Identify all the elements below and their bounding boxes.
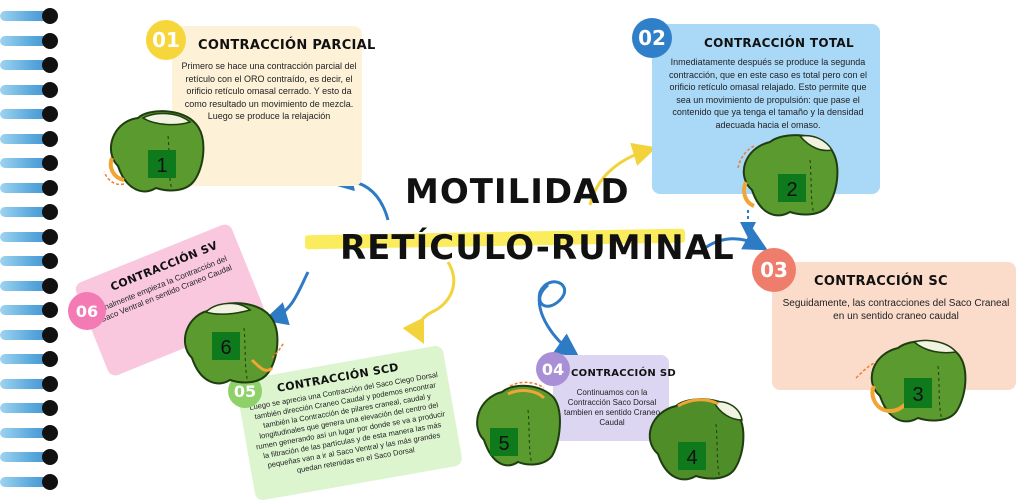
card-2-text: Inmediatamente después se produce la seg… [668,57,868,130]
spiral-ring [0,158,52,168]
spiral-hole [42,155,58,171]
stomach-figure-1: 1 [98,106,208,196]
spiral-ring [0,133,52,144]
spiral-ring [0,256,52,266]
spiral-ring [0,35,52,46]
step-badge-01: 01 [146,20,186,60]
title-line-1: MOTILIDAD [405,172,630,212]
spiral-hole [42,375,58,392]
spiral-hole [42,400,58,416]
card-contraccion-sd [553,355,669,441]
figure-2-label: 2 [786,179,797,201]
spiral-hole [42,130,58,147]
arrow-to-card-2 [588,142,657,206]
spiral-ring [0,280,52,291]
stomach-figure-6: 6 [172,298,285,388]
figure-1-label: 1 [156,155,167,177]
card-2-title: CONTRACCIÓN TOTAL [704,36,854,50]
spiral-ring [0,305,52,315]
spiral-hole [42,204,58,220]
spiral-ring [0,427,52,438]
spiral-hole [42,253,58,269]
spiral-hole [42,302,58,318]
spiral-hole [42,473,58,490]
stomach-figure-5: 5 [466,380,566,470]
figure-5-label: 5 [498,433,509,455]
card-1-title: CONTRACCIÓN PARCIAL [198,38,376,53]
spiral-hole [42,277,58,294]
step-badge-04: 04 [536,352,570,386]
card-3-title: CONTRACCIÓN SC [814,274,948,289]
spiral-ring [0,476,52,487]
spiral-ring [0,182,52,193]
spiral-ring [0,403,52,413]
spiral-hole [42,449,58,465]
card-4-text: Continuamos con la Contracción Saco Dors… [563,388,661,427]
figure-6-label: 6 [220,337,231,359]
spiral-ring [0,207,52,217]
spiral-ring [0,60,52,70]
card-3-text: Seguidamente, las contracciones del Saco… [782,298,1010,322]
spiral-ring [0,329,52,340]
title-line-2: RETÍCULO-RUMINAL [340,228,735,268]
arrow-to-card-4 [537,280,580,358]
stomach-figure-4: 4 [636,394,748,484]
spiral-ring [0,84,52,95]
spiral-ring [0,452,52,462]
spiral-hole [42,326,58,343]
figure-3-label: 3 [912,384,923,406]
stomach-figure-3: 3 [855,336,972,426]
spiral-ring [0,11,52,21]
spiral-hole [42,32,58,49]
arrow-to-card-6 [263,271,310,326]
card-1-text: Primero se hace una contracción parcial … [181,61,357,121]
step-badge-06: 06 [68,292,106,330]
spiral-binding [0,0,60,500]
spiral-hole [42,81,58,98]
spiral-hole [42,424,58,441]
spiral-hole [42,106,58,122]
spiral-ring [0,378,52,389]
arrow-to-card-3 [704,228,768,251]
spiral-hole [42,351,58,367]
spiral-ring [0,109,52,119]
step-badge-03: 03 [752,248,796,292]
card-4-title: CONTRACCIÓN SD [571,368,676,379]
spiral-hole [42,179,58,196]
spiral-ring [0,231,52,242]
stomach-figure-2: 2 [730,130,842,220]
spiral-hole [42,8,58,24]
spiral-hole [42,228,58,245]
spiral-hole [42,57,58,73]
arrow-to-card-5 [402,261,456,345]
figure-4-label: 4 [686,447,697,469]
spiral-ring [0,354,52,364]
arrow-to-card-1 [329,167,390,221]
card-contraccion-parcial [172,26,362,186]
step-badge-02: 02 [632,18,672,58]
